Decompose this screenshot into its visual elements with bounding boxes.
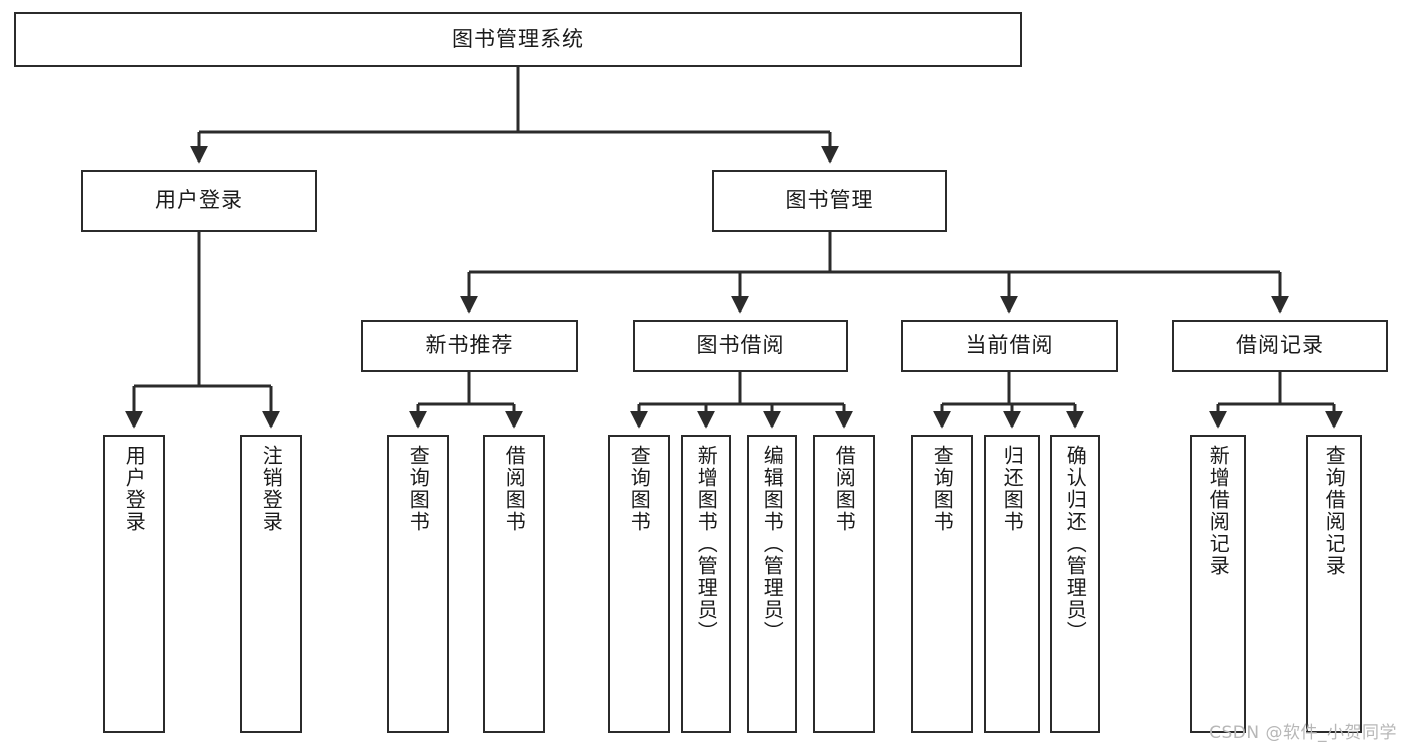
- leaf-borrow-query-book-label: 查询图书: [627, 445, 652, 533]
- node-user-login[interactable]: 用户登录: [81, 170, 317, 232]
- leaf-borrow-query-book[interactable]: 查询图书: [608, 435, 670, 733]
- leaf-record-add[interactable]: 新增借阅记录: [1190, 435, 1246, 733]
- node-current-borrow-label: 当前借阅: [965, 333, 1054, 358]
- leaf-current-query-book[interactable]: 查询图书: [911, 435, 973, 733]
- leaf-borrow-add-book-label: 新增图书（管理员）: [694, 445, 719, 643]
- leaf-new-borrow-book-label: 借阅图书: [502, 445, 527, 533]
- leaf-new-query-book-label: 查询图书: [406, 445, 431, 533]
- leaf-user-login[interactable]: 用户登录: [103, 435, 165, 733]
- node-book-borrow-label: 图书借阅: [696, 333, 785, 358]
- leaf-borrow-edit-book-label: 编辑图书（管理员）: [760, 445, 785, 643]
- leaf-borrow-borrow-book-label: 借阅图书: [832, 445, 857, 533]
- leaf-borrow-add-book[interactable]: 新增图书（管理员）: [681, 435, 731, 733]
- leaf-user-logout-label: 注销登录: [259, 445, 284, 533]
- node-root-label: 图书管理系统: [452, 26, 584, 51]
- leaf-current-confirm-return[interactable]: 确认归还（管理员）: [1050, 435, 1100, 733]
- node-new-recommend-label: 新书推荐: [425, 333, 514, 358]
- leaf-record-add-label: 新增借阅记录: [1206, 445, 1231, 577]
- leaf-user-logout[interactable]: 注销登录: [240, 435, 302, 733]
- leaf-borrow-edit-book[interactable]: 编辑图书（管理员）: [747, 435, 797, 733]
- node-book-borrow[interactable]: 图书借阅: [633, 320, 848, 372]
- leaf-new-query-book[interactable]: 查询图书: [387, 435, 449, 733]
- node-borrow-record-label: 借阅记录: [1236, 333, 1324, 358]
- leaf-borrow-borrow-book[interactable]: 借阅图书: [813, 435, 875, 733]
- node-book-manage[interactable]: 图书管理: [712, 170, 947, 232]
- leaf-current-query-book-label: 查询图书: [930, 445, 955, 533]
- leaf-user-login-label: 用户登录: [122, 445, 147, 533]
- leaf-current-return-book[interactable]: 归还图书: [984, 435, 1040, 733]
- leaf-record-query[interactable]: 查询借阅记录: [1306, 435, 1362, 733]
- leaf-new-borrow-book[interactable]: 借阅图书: [483, 435, 545, 733]
- node-user-login-label: 用户登录: [155, 188, 243, 213]
- node-root[interactable]: 图书管理系统: [14, 12, 1022, 67]
- leaf-current-return-book-label: 归还图书: [1000, 445, 1025, 533]
- leaf-current-confirm-return-label: 确认归还（管理员）: [1063, 445, 1088, 643]
- watermark: CSDN @软件_小贺同学: [1209, 723, 1397, 743]
- node-book-manage-label: 图书管理: [785, 188, 874, 213]
- node-new-recommend[interactable]: 新书推荐: [361, 320, 578, 372]
- node-borrow-record[interactable]: 借阅记录: [1172, 320, 1388, 372]
- leaf-record-query-label: 查询借阅记录: [1322, 445, 1347, 577]
- node-current-borrow[interactable]: 当前借阅: [901, 320, 1118, 372]
